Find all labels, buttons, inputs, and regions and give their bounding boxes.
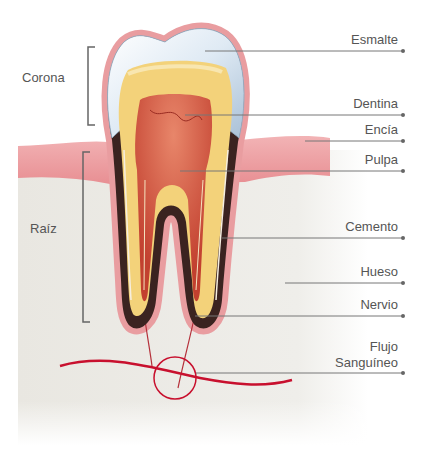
focus-circle xyxy=(154,357,196,399)
root-halo xyxy=(108,29,244,329)
pulp xyxy=(135,94,212,301)
leader-dots xyxy=(401,49,405,375)
part-label: Nervio xyxy=(360,297,398,313)
bracket xyxy=(88,47,95,125)
part-label: Raíz xyxy=(30,221,57,237)
part-label: Pulpa xyxy=(365,152,398,168)
dentin-shine xyxy=(128,66,222,74)
part-label: Flujo Sanguíneo xyxy=(326,339,398,371)
part-label: Dentina xyxy=(353,96,398,112)
bracket xyxy=(83,152,90,322)
part-label: Cemento xyxy=(345,219,398,235)
leader-lines xyxy=(180,51,403,373)
cement-line xyxy=(216,150,228,300)
cement xyxy=(108,29,244,329)
canal-nerve xyxy=(144,180,203,290)
part-label: Hueso xyxy=(360,264,398,280)
cement-line xyxy=(124,150,131,300)
part-label: Corona xyxy=(22,70,65,86)
part-label: Encía xyxy=(365,122,398,138)
part-label: Esmalte xyxy=(351,32,398,48)
dentin xyxy=(119,61,232,319)
